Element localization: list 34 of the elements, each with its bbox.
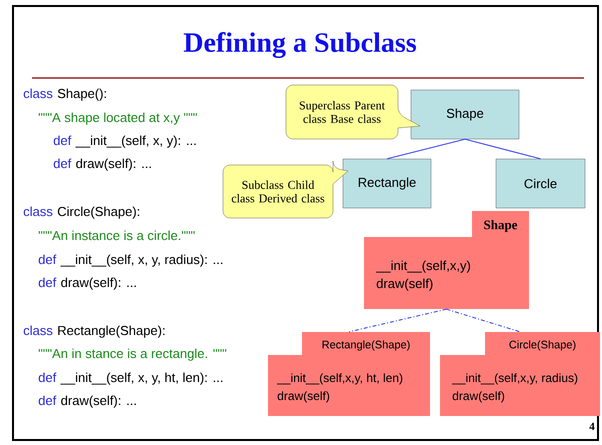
docstring: """A shape located at x,y """ <box>38 112 197 125</box>
callout: Superclass Parent class Base class <box>286 84 420 140</box>
connector-line <box>386 138 466 160</box>
code-text: Rectangle(Shape): <box>58 326 164 338</box>
class-box: Circle(Shape) __init__(self,x,y, radius) draw(self) <box>440 332 600 416</box>
code-keyword: class <box>24 88 52 98</box>
code-text: __init__(self, x, y): ... <box>75 136 196 148</box>
code-keyword: def <box>38 372 56 382</box>
title: Defining a Subclass <box>184 32 416 58</box>
code-text: draw(self): ... <box>61 396 136 408</box>
class-box: Rectangle <box>342 158 432 208</box>
connector-line <box>348 308 447 332</box>
code-text: __init__(self, x, y, ht, len): ... <box>60 372 222 385</box>
code-keyword: def <box>54 136 72 146</box>
docstring: """An instance is a circle.""" <box>38 230 195 240</box>
code-text: draw(self): ... <box>76 158 151 171</box>
code-keyword: def <box>38 254 56 264</box>
code-text: Shape(): <box>58 88 106 101</box>
connector-line <box>464 138 541 160</box>
docstring: """An in stance is a rectangle. """ <box>38 348 226 361</box>
code-keyword: def <box>54 158 72 168</box>
callout: Subclass Child class Derived class <box>222 160 348 218</box>
code-text: Circle(Shape): <box>58 206 140 219</box>
class-box: Rectangle(Shape) __init__(self,x,y, ht, len) draw(self) <box>268 332 430 416</box>
class-box: Circle <box>496 158 586 208</box>
code-keyword: class <box>24 326 52 336</box>
class-box: Shape __init__(self,x,y) draw(self) <box>364 211 529 309</box>
code-keyword: def <box>38 396 56 406</box>
code-keyword: def <box>38 278 56 288</box>
code-text: __init__(self, x, y, radius): ... <box>60 254 222 267</box>
code-text: draw(self): ... <box>61 278 136 290</box>
code-keyword: class <box>24 206 52 216</box>
class-box: Shape <box>410 90 520 140</box>
connector-line <box>446 308 520 332</box>
